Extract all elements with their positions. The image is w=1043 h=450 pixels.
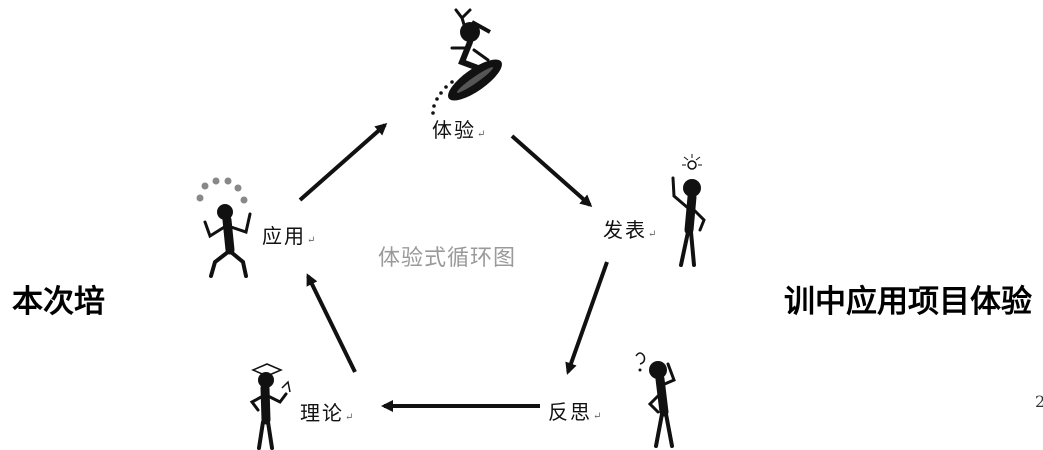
return-mark: ↵ (648, 229, 657, 240)
return-mark: ↵ (345, 412, 354, 423)
thinking-figure-icon (635, 352, 676, 448)
diagram-title: 体验式循环图 (378, 246, 517, 271)
idea-figure-icon (671, 154, 706, 267)
arrow-apply-to-experience (298, 123, 388, 202)
node-publish: 发表↵ (603, 214, 656, 243)
node-label: 体验 (432, 118, 476, 142)
node-label: 应用 (262, 224, 306, 248)
node-experience: 体验↵ (432, 114, 485, 143)
return-mark: ↵ (307, 235, 316, 246)
surfer-figure-icon (431, 8, 502, 115)
node-label: 发表 (603, 218, 647, 242)
node-reflect: 反思↵ (548, 396, 601, 425)
node-label: 理论 (300, 401, 344, 425)
page-number: 2 (1035, 392, 1043, 411)
arrow-experience-to-publish (510, 134, 593, 207)
node-apply: 应用↵ (262, 220, 315, 249)
arrow-publish-to-reflect (565, 261, 609, 375)
side-text-left: 本次培 (12, 284, 105, 320)
arrow-theory-to-apply (306, 273, 357, 373)
node-label: 反思 (548, 400, 592, 424)
juggler-figure-icon (196, 177, 252, 278)
node-theory: 理论↵ (300, 397, 353, 426)
side-text-right: 训中应用项目体验 (784, 284, 1032, 320)
scholar-figure-icon (249, 363, 291, 450)
return-mark: ↵ (593, 411, 602, 422)
return-mark: ↵ (477, 129, 486, 140)
